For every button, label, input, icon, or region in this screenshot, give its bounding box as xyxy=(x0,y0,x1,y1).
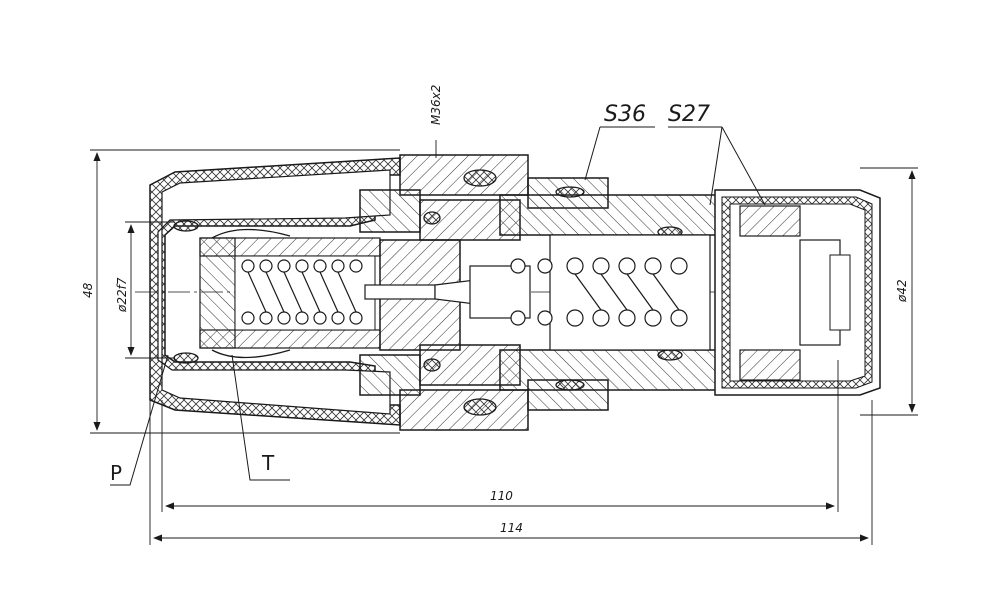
label-s36: S36 xyxy=(604,102,646,127)
main-body xyxy=(359,154,741,431)
dim-outer-diameter: ø42 xyxy=(895,279,909,303)
label-thread: M36x2 xyxy=(429,85,443,125)
right-spool xyxy=(510,234,711,351)
dim-length-114: 114 xyxy=(500,521,523,535)
left-spool xyxy=(199,228,381,359)
label-port-t: T xyxy=(261,451,275,475)
wrench-leaders xyxy=(584,126,766,206)
label-port-p: P xyxy=(110,461,122,485)
needle-pin xyxy=(364,265,531,319)
right-spring xyxy=(510,257,688,327)
left-spring xyxy=(241,259,363,325)
dim-bore: ø22f7 xyxy=(115,277,129,313)
port-leaders xyxy=(110,354,290,486)
dim-length-110: 110 xyxy=(490,489,513,503)
dimension-lines xyxy=(90,140,918,545)
label-s27: S27 xyxy=(668,102,710,127)
dim-height: 48 xyxy=(81,282,95,298)
right-cap xyxy=(714,189,881,396)
